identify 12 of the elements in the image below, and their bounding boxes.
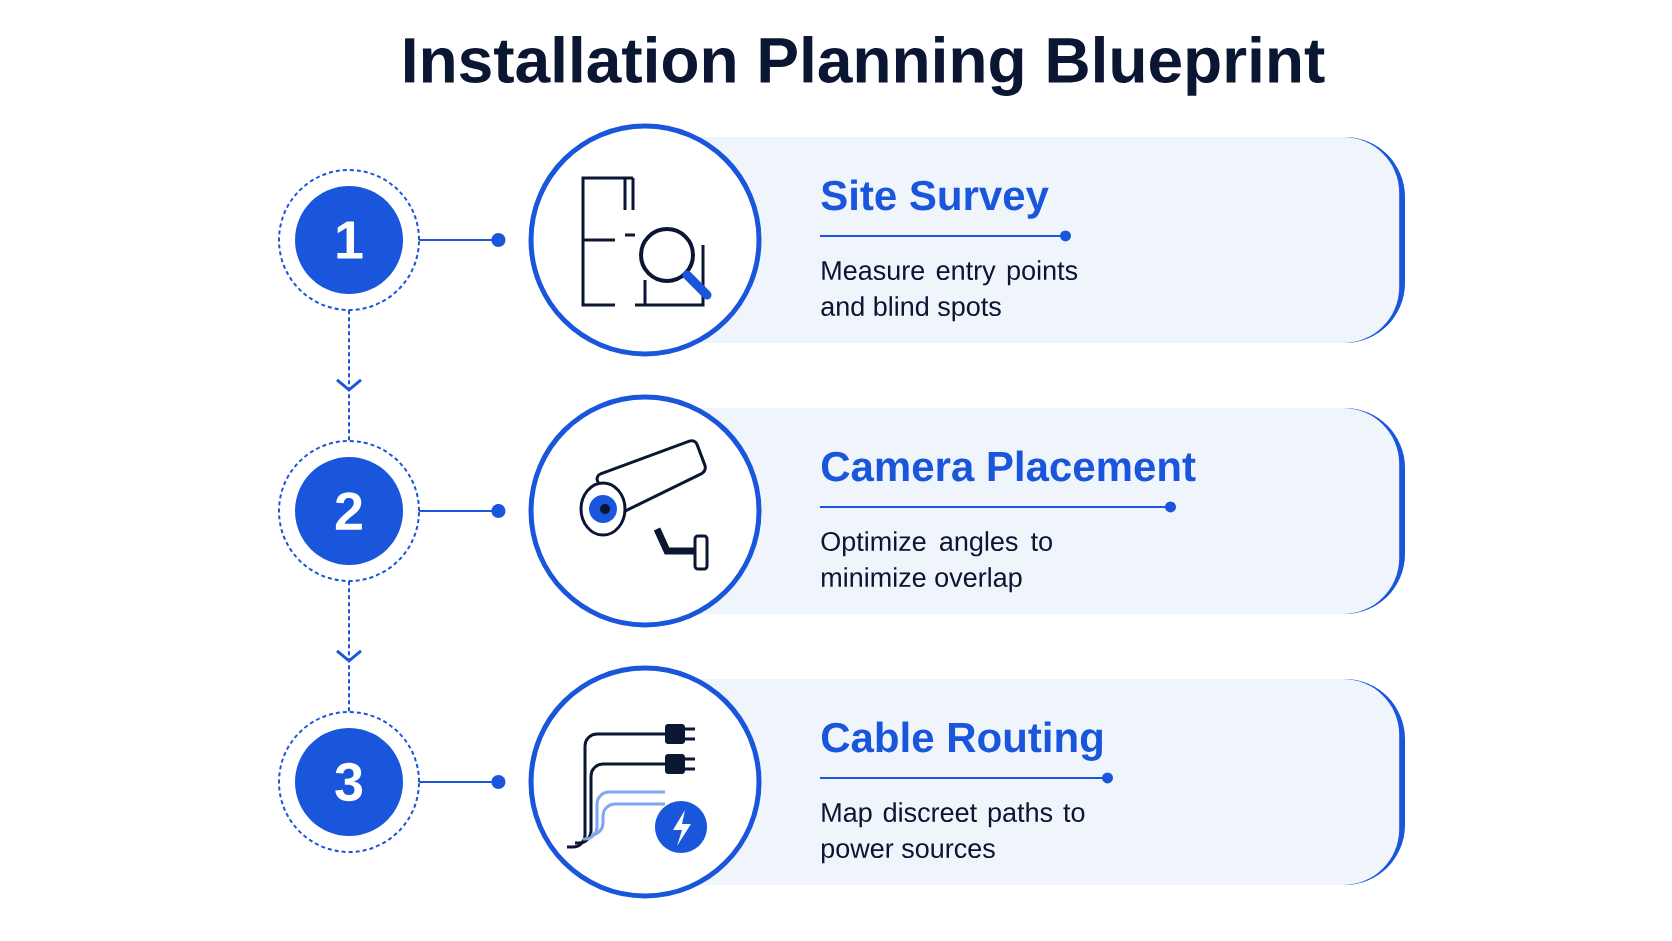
icon-circle (528, 123, 762, 357)
title: Installation Planning Blueprint (405, 36, 1325, 96)
step-number: 3 (278, 711, 420, 853)
icon-circle (528, 665, 762, 899)
connector (418, 775, 506, 789)
connector (336, 580, 362, 713)
icon-circle (528, 394, 762, 628)
connector (336, 309, 362, 442)
connector (418, 233, 506, 247)
step-number: 2 (278, 440, 420, 582)
step-number: 1 (278, 169, 420, 311)
connector (418, 504, 506, 518)
